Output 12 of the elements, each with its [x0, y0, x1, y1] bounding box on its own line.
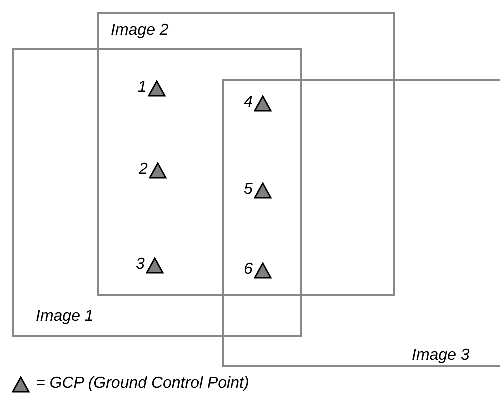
image-frame [97, 12, 395, 296]
image-label: Image 2 [111, 22, 169, 40]
point-number: 1 [138, 79, 147, 97]
point-number: 5 [244, 181, 253, 199]
legend-text: = GCP (Ground Control Point) [36, 375, 250, 393]
image-label: Image 3 [412, 347, 470, 365]
image-frame [12, 48, 302, 337]
point-number: 4 [244, 94, 253, 112]
image-label: Image 1 [36, 308, 94, 326]
point-number: 6 [244, 261, 253, 279]
point-number: 3 [136, 256, 145, 274]
point-number: 2 [139, 161, 148, 179]
